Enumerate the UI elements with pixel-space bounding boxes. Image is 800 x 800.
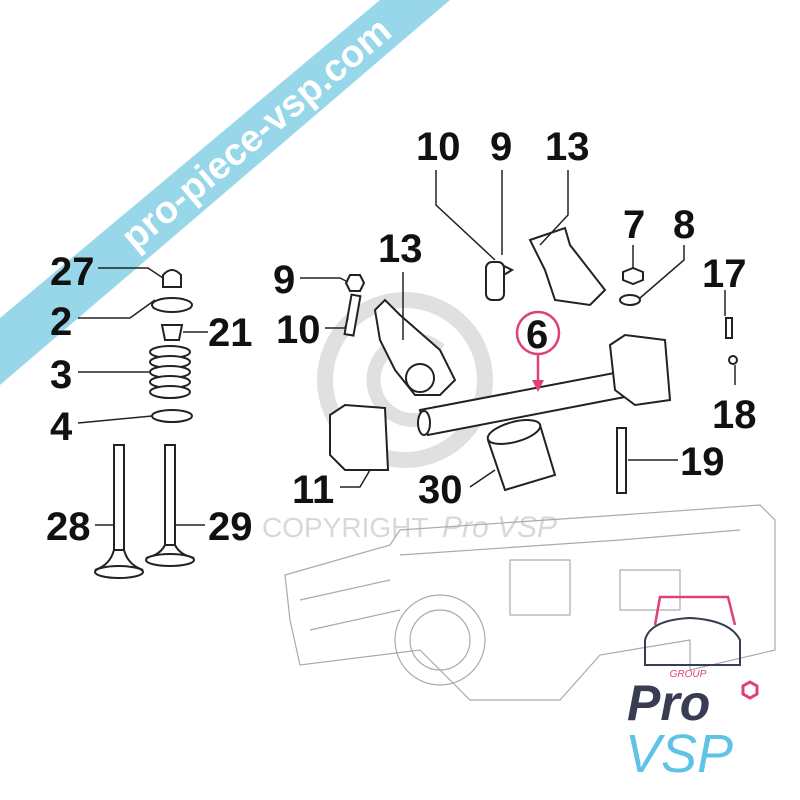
logo-vsp: VSP <box>625 724 733 784</box>
nut-7 <box>622 266 644 286</box>
callout-27: 27 <box>50 250 95 294</box>
callout-11: 11 <box>292 468 334 512</box>
callout-8: 8 <box>673 203 695 247</box>
callout-9: 9 <box>273 258 295 302</box>
cylinder-head-outline <box>284 504 776 701</box>
stud-19 <box>616 427 627 494</box>
callout-4: 4 <box>50 405 73 449</box>
highlight-circle <box>515 310 561 356</box>
callout-9: 9 <box>490 125 512 169</box>
washer-4 <box>151 409 193 423</box>
callout-6: 6 <box>526 313 548 357</box>
rocker-arm-13 <box>373 298 457 396</box>
callout-10: 10 <box>416 125 461 169</box>
callout-2: 2 <box>50 300 72 344</box>
provsp-logo: GROUP Pro VSP <box>625 595 759 784</box>
rocker-arm-13-top <box>528 226 607 307</box>
pin-17 <box>725 317 733 339</box>
banner-text: pro-piece-vsp.com <box>114 10 400 259</box>
callout-3: 3 <box>50 353 72 397</box>
callout-10: 10 <box>276 308 321 352</box>
plug-18 <box>728 355 738 365</box>
valve-29 <box>145 444 195 567</box>
leader-lines <box>77 170 736 526</box>
adjuster-screw-10 <box>343 293 362 337</box>
nut-9 <box>344 274 366 292</box>
spring-retainer-2 <box>151 297 193 313</box>
adjuster-10-top <box>485 261 505 301</box>
watermark-brand: Pro VSP <box>442 511 557 544</box>
callout-30: 30 <box>418 468 463 512</box>
callout-7: 7 <box>623 203 645 247</box>
callout-17: 17 <box>702 252 747 296</box>
valve-28 <box>94 444 144 579</box>
valve-stem-seal-21 <box>160 324 184 341</box>
callout-28: 28 <box>46 505 91 549</box>
washer-8 <box>619 294 641 306</box>
shaft-end-support <box>608 333 672 407</box>
valve-cap-27 <box>162 269 182 288</box>
callout-21: 21 <box>208 311 253 355</box>
callout-18: 18 <box>712 393 757 437</box>
callout-19: 19 <box>680 440 725 484</box>
logo-group: GROUP <box>670 669 707 680</box>
logo-pro: Pro <box>627 675 710 731</box>
rocker-support-11 <box>329 403 390 471</box>
callout-13: 13 <box>545 125 590 169</box>
copyright-text: COPYRIGHT <box>262 512 428 543</box>
callout-29: 29 <box>208 505 253 549</box>
valve-spring <box>149 345 191 399</box>
callout-13: 13 <box>378 227 423 271</box>
